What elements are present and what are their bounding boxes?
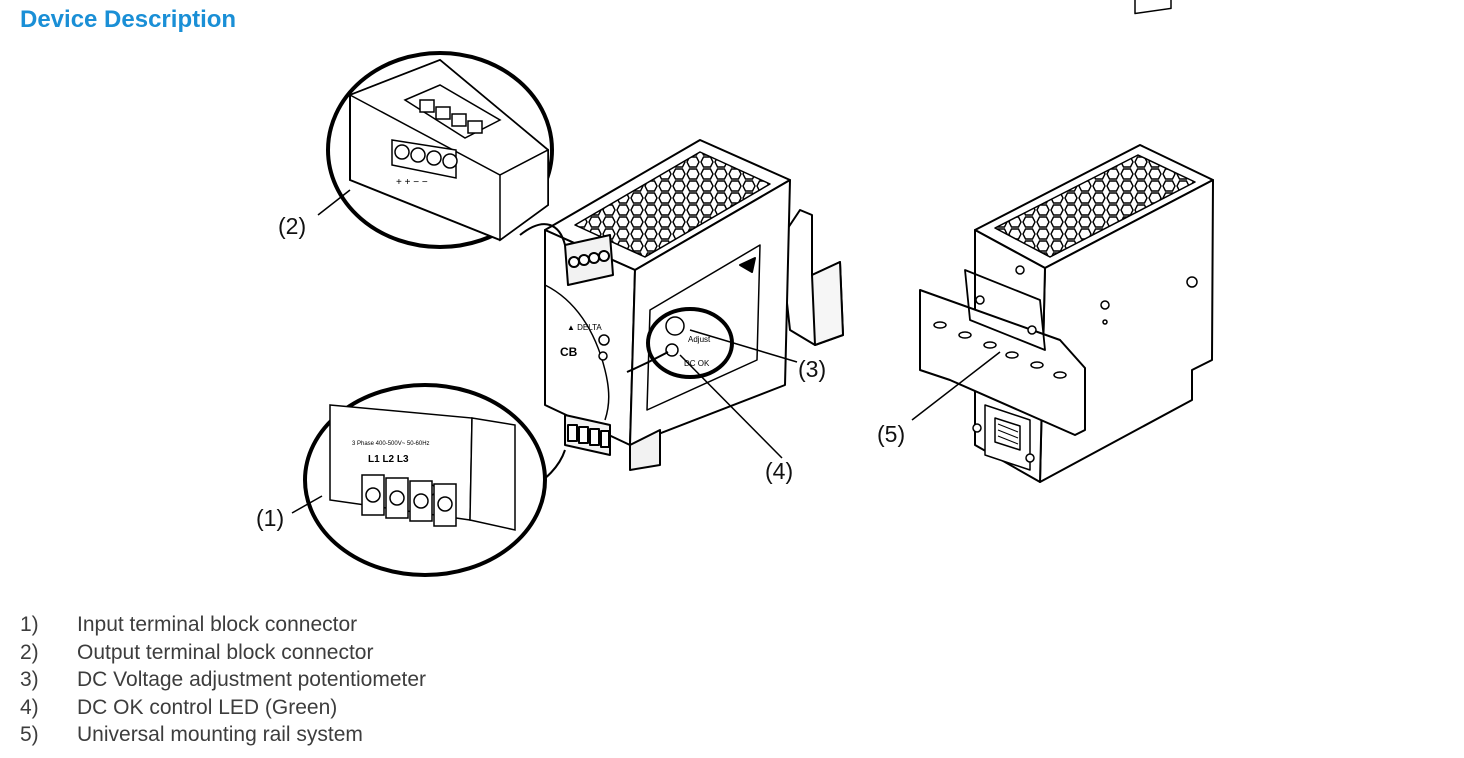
page-title: Device Description xyxy=(20,6,237,33)
svg-text:DC OK: DC OK xyxy=(684,359,710,368)
power-supply-front-view: ▲ DELTA CB Adjust DC OK xyxy=(544,139,844,471)
list-item: 4)DC OK control LED (Green) xyxy=(20,695,338,719)
device-illustration: ▲ DELTA CB Adjust DC OK + + − − xyxy=(256,0,1214,577)
svg-text:▲ DELTA: ▲ DELTA xyxy=(567,323,602,332)
component-list: 1)Input terminal block connector 2)Outpu… xyxy=(20,611,426,749)
output-terminal-labels: + + − − xyxy=(396,177,428,188)
callout-1: (1) xyxy=(256,505,284,531)
list-item: 2)Output terminal block connector xyxy=(20,640,374,664)
callout-4: (4) xyxy=(765,458,793,484)
list-item: 5)Universal mounting rail system xyxy=(20,723,363,746)
callout-2: (2) xyxy=(278,213,306,239)
svg-text:CB: CB xyxy=(560,345,578,359)
svg-text:3 Phase 400-500V~ 50-60Hz: 3 Phase 400-500V~ 50-60Hz xyxy=(352,441,430,447)
svg-text:Adjust: Adjust xyxy=(688,335,711,344)
svg-text:L1 L2 L3: L1 L2 L3 xyxy=(368,454,409,465)
callout-5: (5) xyxy=(877,421,905,447)
callout-3: (3) xyxy=(798,356,826,382)
power-supply-rear-view xyxy=(919,0,1214,483)
list-item: 1)Input terminal block connector xyxy=(20,613,358,636)
zoom-input-terminal: 3 Phase 400-500V~ 50-60Hz L1 L2 L3 xyxy=(303,383,566,577)
list-item: 3)DC Voltage adjustment potentiometer xyxy=(20,668,427,691)
din-rail-right xyxy=(919,289,1086,436)
zoom-output-terminal: + + − − xyxy=(326,51,566,249)
